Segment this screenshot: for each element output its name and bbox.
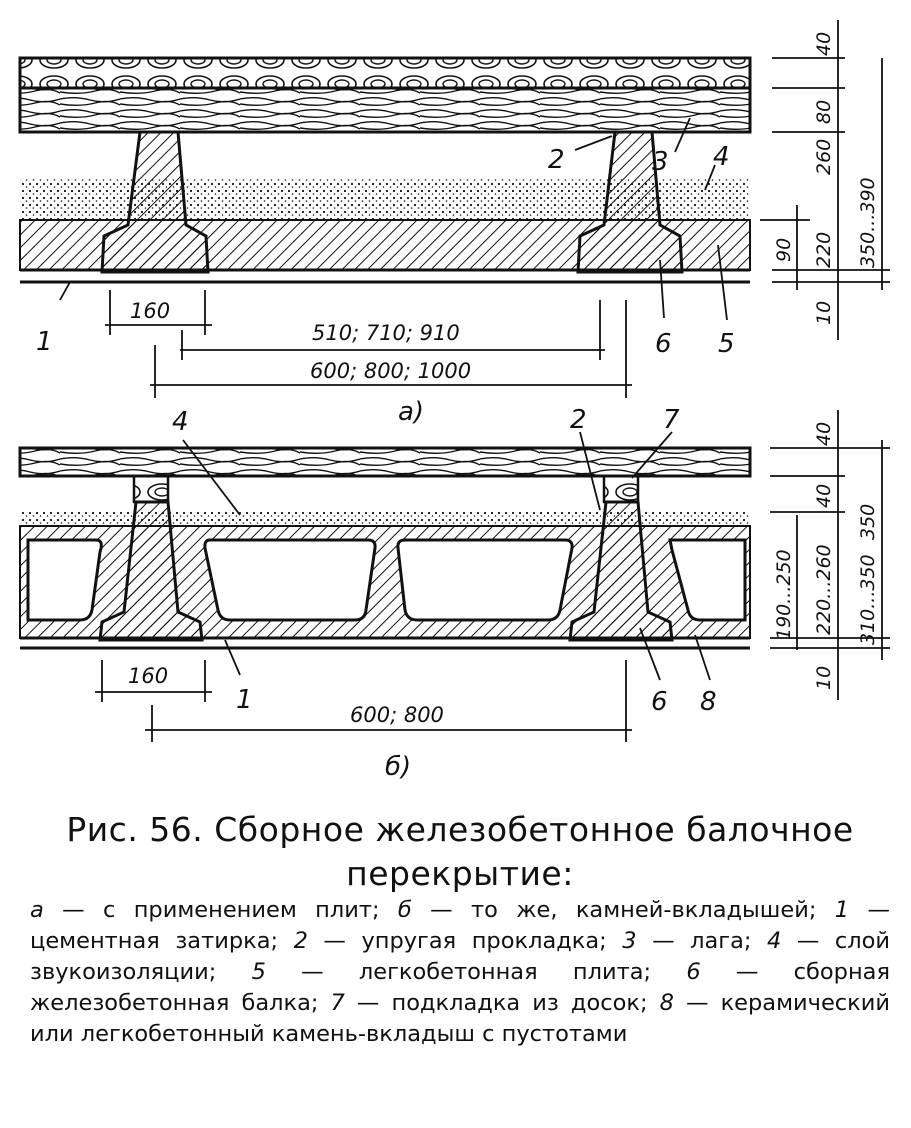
callout-a-2: 2 (548, 145, 565, 175)
beam-b-right (568, 500, 674, 642)
section-a-label: а) (398, 397, 424, 427)
legend-key: 5 (251, 959, 266, 985)
section-b: 4 2 7 1 6 8 160 600; 800 б) 40 (18, 405, 890, 782)
dim-b-160: 160 (128, 664, 168, 688)
legend-key: 1 (834, 897, 850, 923)
beam-b-left (98, 500, 204, 642)
callout-b-1: 1 (236, 685, 253, 715)
dim-b-310: 310...350 (857, 554, 879, 645)
block-void-3 (396, 538, 574, 622)
section-b-label: б) (385, 752, 411, 782)
dim-b-250: 190...250 (773, 549, 795, 640)
callout-a-4: 4 (713, 142, 730, 172)
dim-a-350: 350...390 (857, 177, 879, 268)
figure-caption: Рис. 56. Сборное железобетонное балочное… (30, 808, 890, 896)
callout-b-4: 4 (172, 407, 189, 437)
legend-text: сборная железобетонная балка; (30, 959, 890, 1016)
timber-pad-left (132, 474, 170, 504)
board-layer-b (18, 446, 752, 478)
dim-a-80: 80 (813, 100, 835, 124)
dim-b-10: 10 (813, 666, 835, 690)
floor-section-drawing: 1 2 3 4 5 6 160 510; 710; 910 600; 800; … (18, 20, 890, 782)
figure-legend: а — с применением плит; б — то же, камне… (30, 897, 891, 1047)
callout-a-5: 5 (718, 329, 735, 359)
timber-pad-right (602, 474, 640, 504)
dim-a-40: 40 (813, 32, 835, 56)
parquet-layer-a (18, 56, 752, 90)
callout-a-1: 1 (36, 327, 53, 357)
legend-text: слой звукоизоляции; (30, 928, 890, 985)
legend-text: легкобетонная плита; (358, 959, 652, 985)
block-void-2 (203, 538, 377, 622)
callout-b-7: 7 (663, 405, 680, 435)
dim-a-260: 260 (813, 139, 835, 175)
block-void-1 (26, 538, 103, 622)
dim-a-10: 10 (813, 301, 835, 325)
dim-a-span-inner: 510; 710; 910 (312, 321, 460, 345)
callout-b-2: 2 (570, 405, 587, 435)
callout-b-8: 8 (700, 687, 717, 717)
dim-a-160: 160 (130, 299, 170, 323)
legend-text: цементная затирка; (30, 928, 279, 954)
dim-a-220: 220 (813, 232, 835, 268)
legend-text: то же, камней-вкладышей; (471, 897, 817, 923)
legend-text: подкладка из досок; (391, 990, 648, 1016)
legend-key: 8 (659, 990, 674, 1016)
dim-b-260: 220...260 (813, 544, 835, 635)
dim-b-40b: 40 (813, 484, 835, 508)
callout-a-3: 3 (652, 147, 669, 177)
dim-a-90: 90 (773, 238, 795, 262)
dim-b-40: 40 (813, 422, 835, 446)
legend-key: 3 (622, 928, 637, 954)
beam-a-left (100, 130, 210, 274)
sound-insulation-b (20, 512, 750, 526)
legend-key: 4 (767, 928, 782, 954)
legend-text: с применением плит; (102, 897, 380, 923)
dim-b-350: 350 (857, 504, 879, 540)
board-layer-a (18, 86, 752, 134)
legend-text: керамический или легкобетонный камень-вк… (30, 990, 891, 1047)
section-a: 1 2 3 4 5 6 160 510; 710; 910 600; 800; … (18, 20, 890, 427)
legend-key: 7 (330, 990, 345, 1016)
legend-text: упругая прокладка; (361, 928, 607, 954)
dim-b-span: 600; 800 (350, 703, 444, 727)
callout-b-6: 6 (651, 687, 668, 717)
legend-key: 6 (686, 959, 701, 985)
legend-key: б (397, 897, 412, 923)
dim-a-span-outer: 600; 800; 1000 (310, 359, 471, 383)
caption-line-1: Рис. 56. Сборное железобетонное балочное (66, 810, 854, 849)
legend-key: а (30, 897, 44, 923)
caption-line-2: перекрытие: (346, 854, 574, 893)
callout-a-6: 6 (655, 329, 672, 359)
legend-text: лага; (690, 928, 752, 954)
block-void-4 (668, 538, 747, 622)
legend-key: 2 (293, 928, 308, 954)
beam-a-right (576, 130, 684, 274)
